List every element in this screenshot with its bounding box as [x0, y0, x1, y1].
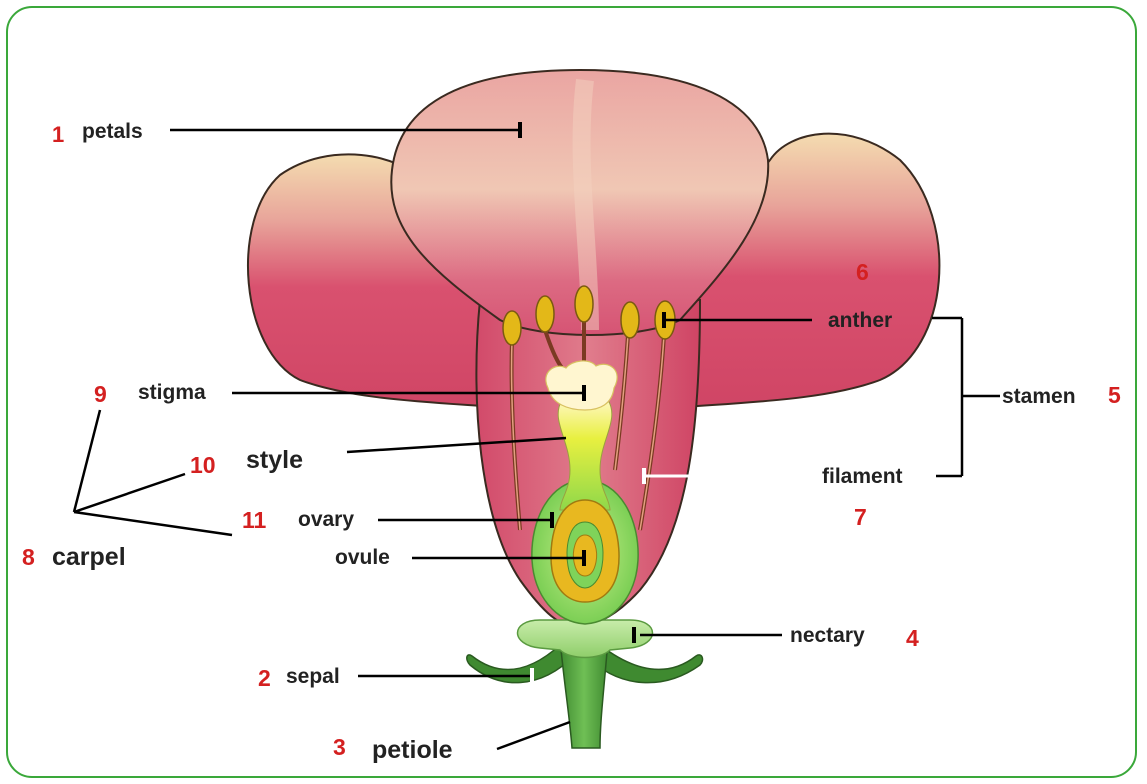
stamen-number: 5	[1108, 382, 1121, 408]
petals-label: petals	[82, 120, 143, 143]
stamen-label: stamen	[1002, 385, 1076, 408]
filament-number: 7	[854, 504, 867, 530]
petiole-label: petiole	[372, 736, 453, 764]
sepal-label: sepal	[286, 665, 340, 688]
anther-number: 6	[856, 259, 869, 285]
carpel-number: 8	[22, 544, 35, 570]
anther-label: anther	[828, 309, 892, 332]
ovary-label: ovary	[298, 508, 354, 531]
ovule-label: ovule	[335, 546, 390, 569]
stigma-number: 9	[94, 381, 107, 407]
carpel-label: carpel	[52, 543, 126, 571]
ovary-number: 11	[242, 507, 267, 533]
petals-number: 1	[52, 122, 64, 147]
sepal-number: 2	[258, 665, 271, 691]
petiole-number: 3	[333, 734, 346, 760]
style-number: 10	[190, 452, 216, 478]
nectary-label: nectary	[790, 624, 865, 647]
nectary-number: 4	[906, 625, 919, 651]
filament-label: filament	[822, 465, 903, 488]
stigma-label: stigma	[138, 381, 206, 404]
style-label: style	[246, 446, 303, 474]
